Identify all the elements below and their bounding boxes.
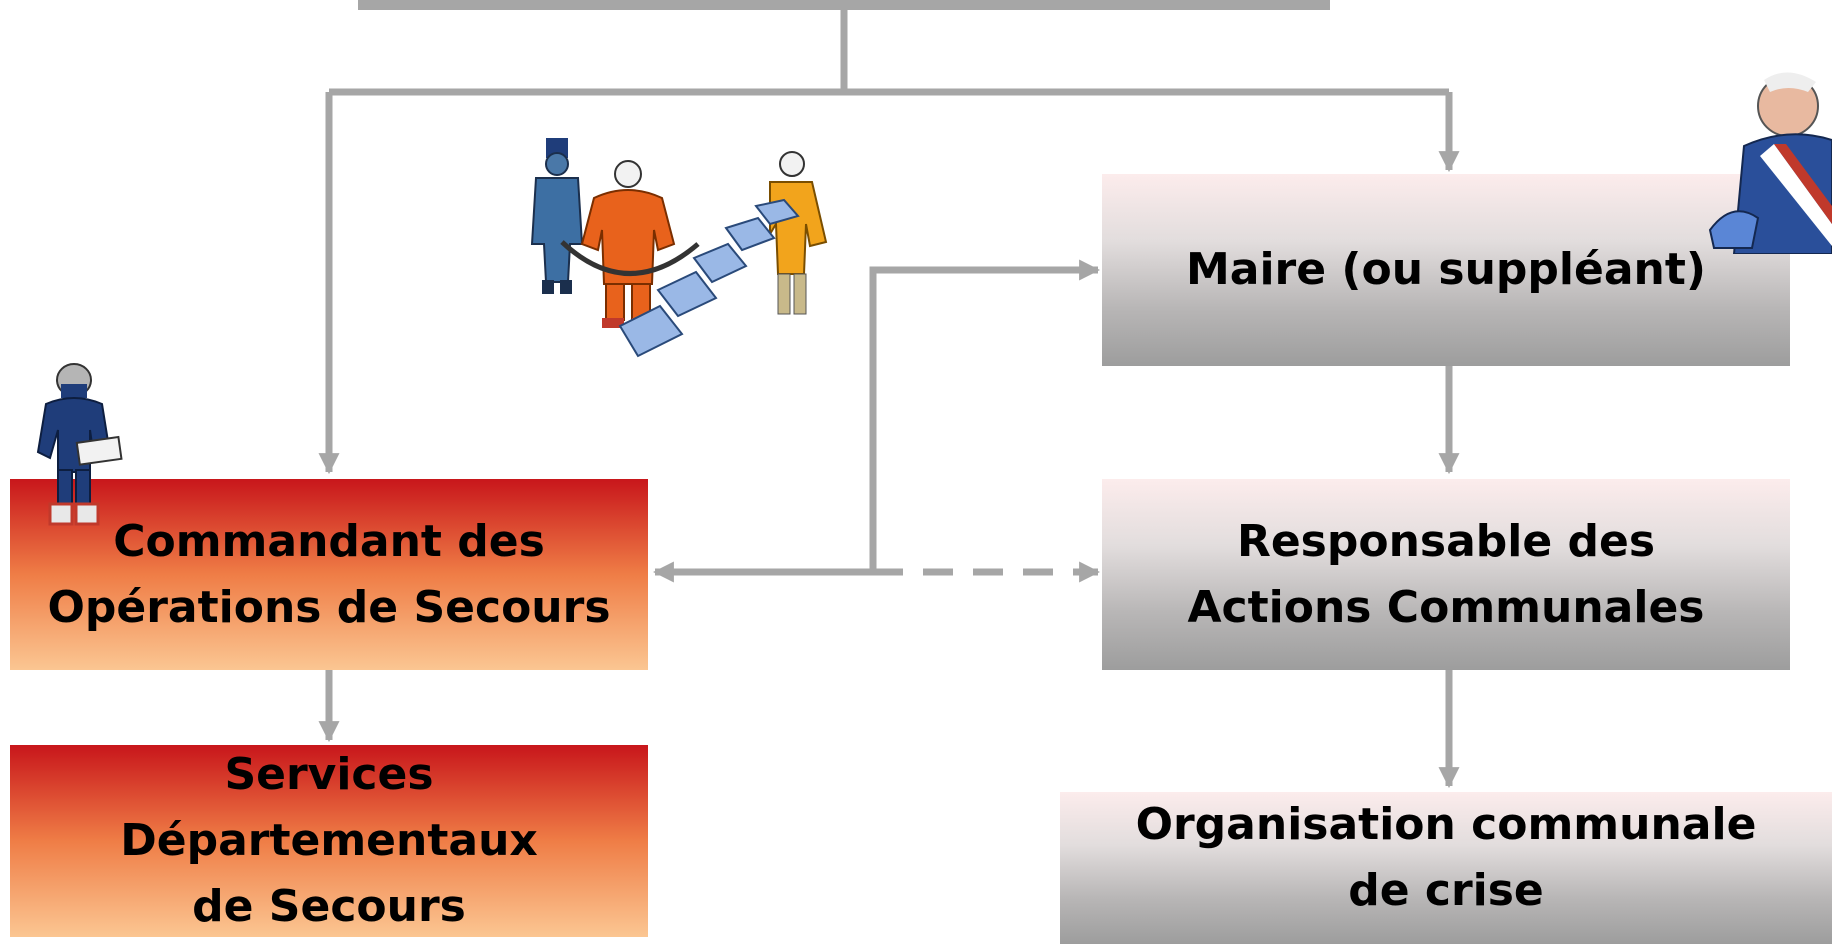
box-cos-line2: Opérations de Secours	[47, 581, 611, 633]
box-sds-line1: Services Départementaux	[120, 749, 538, 866]
box-organisation-communale-crise: Organisation communale de crise	[1060, 792, 1832, 944]
top-connector-bar	[358, 0, 1330, 10]
box-maire: Maire (ou suppléant)	[1102, 174, 1790, 366]
firefighter-clipart-icon	[36, 363, 123, 526]
box-services-departementaux-secours: Services Départementaux de Secours	[10, 745, 648, 937]
box-rac-line2: Actions Communales	[1187, 581, 1705, 633]
box-rac-line1: Responsable des	[1236, 515, 1656, 567]
mayor-clipart-icon	[1708, 72, 1832, 254]
box-cos-line1: Commandant des	[113, 515, 545, 567]
box-occ-line1: Organisation communale	[1135, 799, 1757, 850]
box-commandant-operations-secours: Commandant des Opérations de Secours	[10, 479, 648, 670]
rescue-team-clipart-icon	[530, 138, 828, 358]
box-occ-line2: de crise	[1348, 865, 1544, 916]
box-responsable-actions-communales: Responsable des Actions Communales	[1102, 479, 1790, 670]
box-maire-line1: Maire (ou suppléant)	[1186, 244, 1706, 295]
arrow-to-maire-side	[869, 259, 1101, 572]
box-sds-line2: de Secours	[192, 881, 466, 932]
